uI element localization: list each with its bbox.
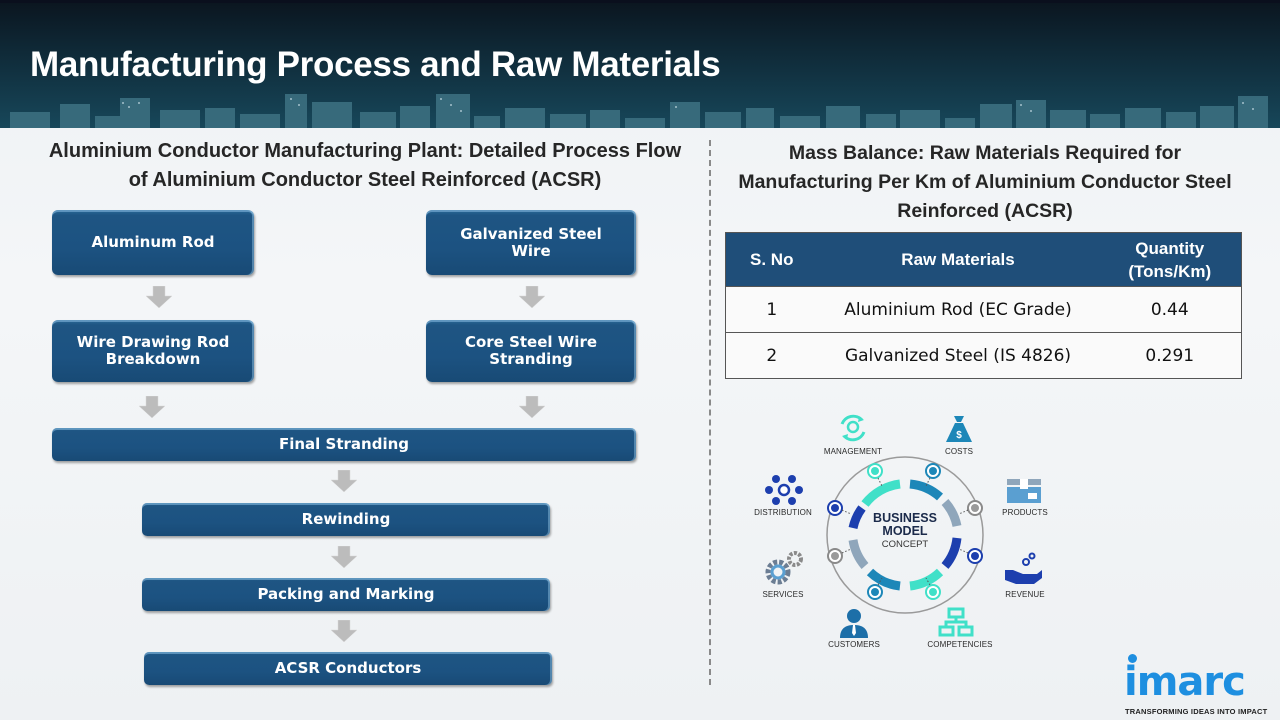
- costs-money-bag-icon: $: [946, 416, 972, 442]
- step-label: ACSR Conductors: [274, 659, 422, 677]
- step-label: Packing and Marking: [257, 585, 435, 603]
- revenue-hand-coins-icon: [1005, 552, 1042, 584]
- services-gears-icon: [765, 551, 803, 585]
- section-divider: [709, 140, 711, 685]
- down-arrow-icon: [519, 286, 545, 308]
- products-label: PRODUCTS: [1002, 508, 1048, 517]
- mass-balance-table: S. No Raw Materials Quantity(Tons/Km) 1 …: [725, 232, 1242, 379]
- down-arrow-icon: [139, 396, 165, 418]
- page-title: Manufacturing Process and Raw Materials: [30, 45, 721, 84]
- distribution-label: DISTRIBUTION: [754, 508, 812, 517]
- step-acsr-conductors: ACSR Conductors: [144, 652, 552, 685]
- competencies-label: COMPETENCIES: [927, 640, 993, 649]
- cell-material: Aluminium Rod (EC Grade): [817, 286, 1099, 333]
- business-model-ring: [826, 456, 984, 614]
- center-line3: CONCEPT: [881, 539, 929, 550]
- process-flow-title: Aluminium Conductor Manufacturing Plant:…: [20, 137, 710, 195]
- business-model-graphic: BUSINESS MODEL CONCEPT MANAGEMENT $ COST…: [740, 400, 1060, 660]
- mass-balance-title-line1: Mass Balance: Raw Materials Required for: [788, 142, 1182, 164]
- header-banner: Manufacturing Process and Raw Materials: [0, 0, 1280, 128]
- distribution-icon: [765, 475, 803, 505]
- step-label: Rewinding: [301, 510, 391, 528]
- mass-balance-title: Mass Balance: Raw Materials Required for…: [715, 139, 1255, 226]
- logo-tagline: TRANSFORMING IDEAS INTO IMPACT: [1125, 707, 1268, 716]
- down-arrow-icon: [331, 620, 357, 642]
- column-header-quantity: Quantity(Tons/Km): [1098, 232, 1242, 287]
- city-skyline-decoration: [10, 94, 1268, 128]
- cell-sno: 2: [725, 332, 818, 379]
- step-rewinding: Rewinding: [142, 503, 550, 536]
- step-label: Aluminum Rod: [91, 233, 215, 251]
- services-label: SERVICES: [762, 590, 804, 599]
- management-label: MANAGEMENT: [823, 447, 883, 456]
- process-flow-title-line1: Aluminium Conductor Manufacturing Plant:…: [48, 140, 682, 162]
- logo-dot: [1128, 654, 1137, 663]
- cell-quantity: 0.44: [1098, 286, 1242, 333]
- down-arrow-icon: [519, 396, 545, 418]
- competencies-hierarchy-icon: [938, 607, 974, 637]
- imarc-logo: imarc TRANSFORMING IDEAS INTO IMPACT: [1124, 652, 1274, 718]
- cell-material: Galvanized Steel (IS 4826): [817, 332, 1099, 379]
- step-aluminum-rod: Aluminum Rod: [52, 210, 254, 275]
- down-arrow-icon: [331, 546, 357, 568]
- process-flow-title-line2: of Aluminium Conductor Steel Reinforced …: [128, 169, 602, 191]
- customers-person-icon: [840, 609, 868, 638]
- costs-label: COSTS: [944, 447, 974, 456]
- svg-text:$: $: [956, 430, 962, 441]
- step-label: Final Stranding: [278, 435, 410, 453]
- column-header-sno: S. No: [725, 232, 818, 287]
- cell-quantity: 0.291: [1098, 332, 1242, 379]
- logo-wordmark: imarc: [1124, 659, 1246, 705]
- cell-sno: 1: [725, 286, 818, 333]
- table-row: 2 Galvanized Steel (IS 4826) 0.291: [725, 332, 1242, 379]
- table-header-row: S. No Raw Materials Quantity(Tons/Km): [725, 232, 1242, 287]
- column-header-raw-materials: Raw Materials: [817, 232, 1099, 287]
- step-final-stranding: Final Stranding: [52, 428, 636, 461]
- step-packing-and-marking: Packing and Marking: [142, 578, 550, 611]
- table-row: 1 Aluminium Rod (EC Grade) 0.44: [725, 286, 1242, 333]
- mass-balance-title-line3: Reinforced (ACSR): [897, 200, 1073, 222]
- management-icon: [840, 414, 866, 442]
- center-line2: MODEL: [882, 524, 928, 538]
- center-line1: BUSINESS: [873, 511, 937, 525]
- customers-label: CUSTOMERS: [828, 640, 880, 649]
- down-arrow-icon: [146, 286, 172, 308]
- business-model-center: BUSINESS MODEL CONCEPT: [840, 512, 970, 551]
- products-box-icon: [1007, 479, 1041, 503]
- down-arrow-icon: [331, 470, 357, 492]
- revenue-label: REVENUE: [1005, 590, 1045, 599]
- mass-balance-title-line2: Manufacturing Per Km of Aluminium Conduc…: [738, 171, 1232, 193]
